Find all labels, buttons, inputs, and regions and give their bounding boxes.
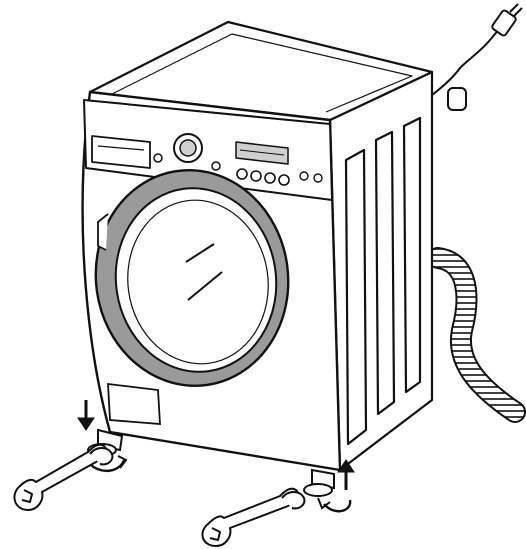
drain-hose-icon bbox=[438, 258, 515, 412]
wrench-icon bbox=[14, 445, 112, 510]
cabinet-side bbox=[330, 72, 432, 470]
power-plug-icon bbox=[432, 4, 522, 110]
down-arrow-icon bbox=[78, 400, 94, 430]
wrench-icon bbox=[202, 489, 304, 546]
detergent-drawer bbox=[92, 136, 150, 168]
filter-cover bbox=[108, 384, 160, 424]
